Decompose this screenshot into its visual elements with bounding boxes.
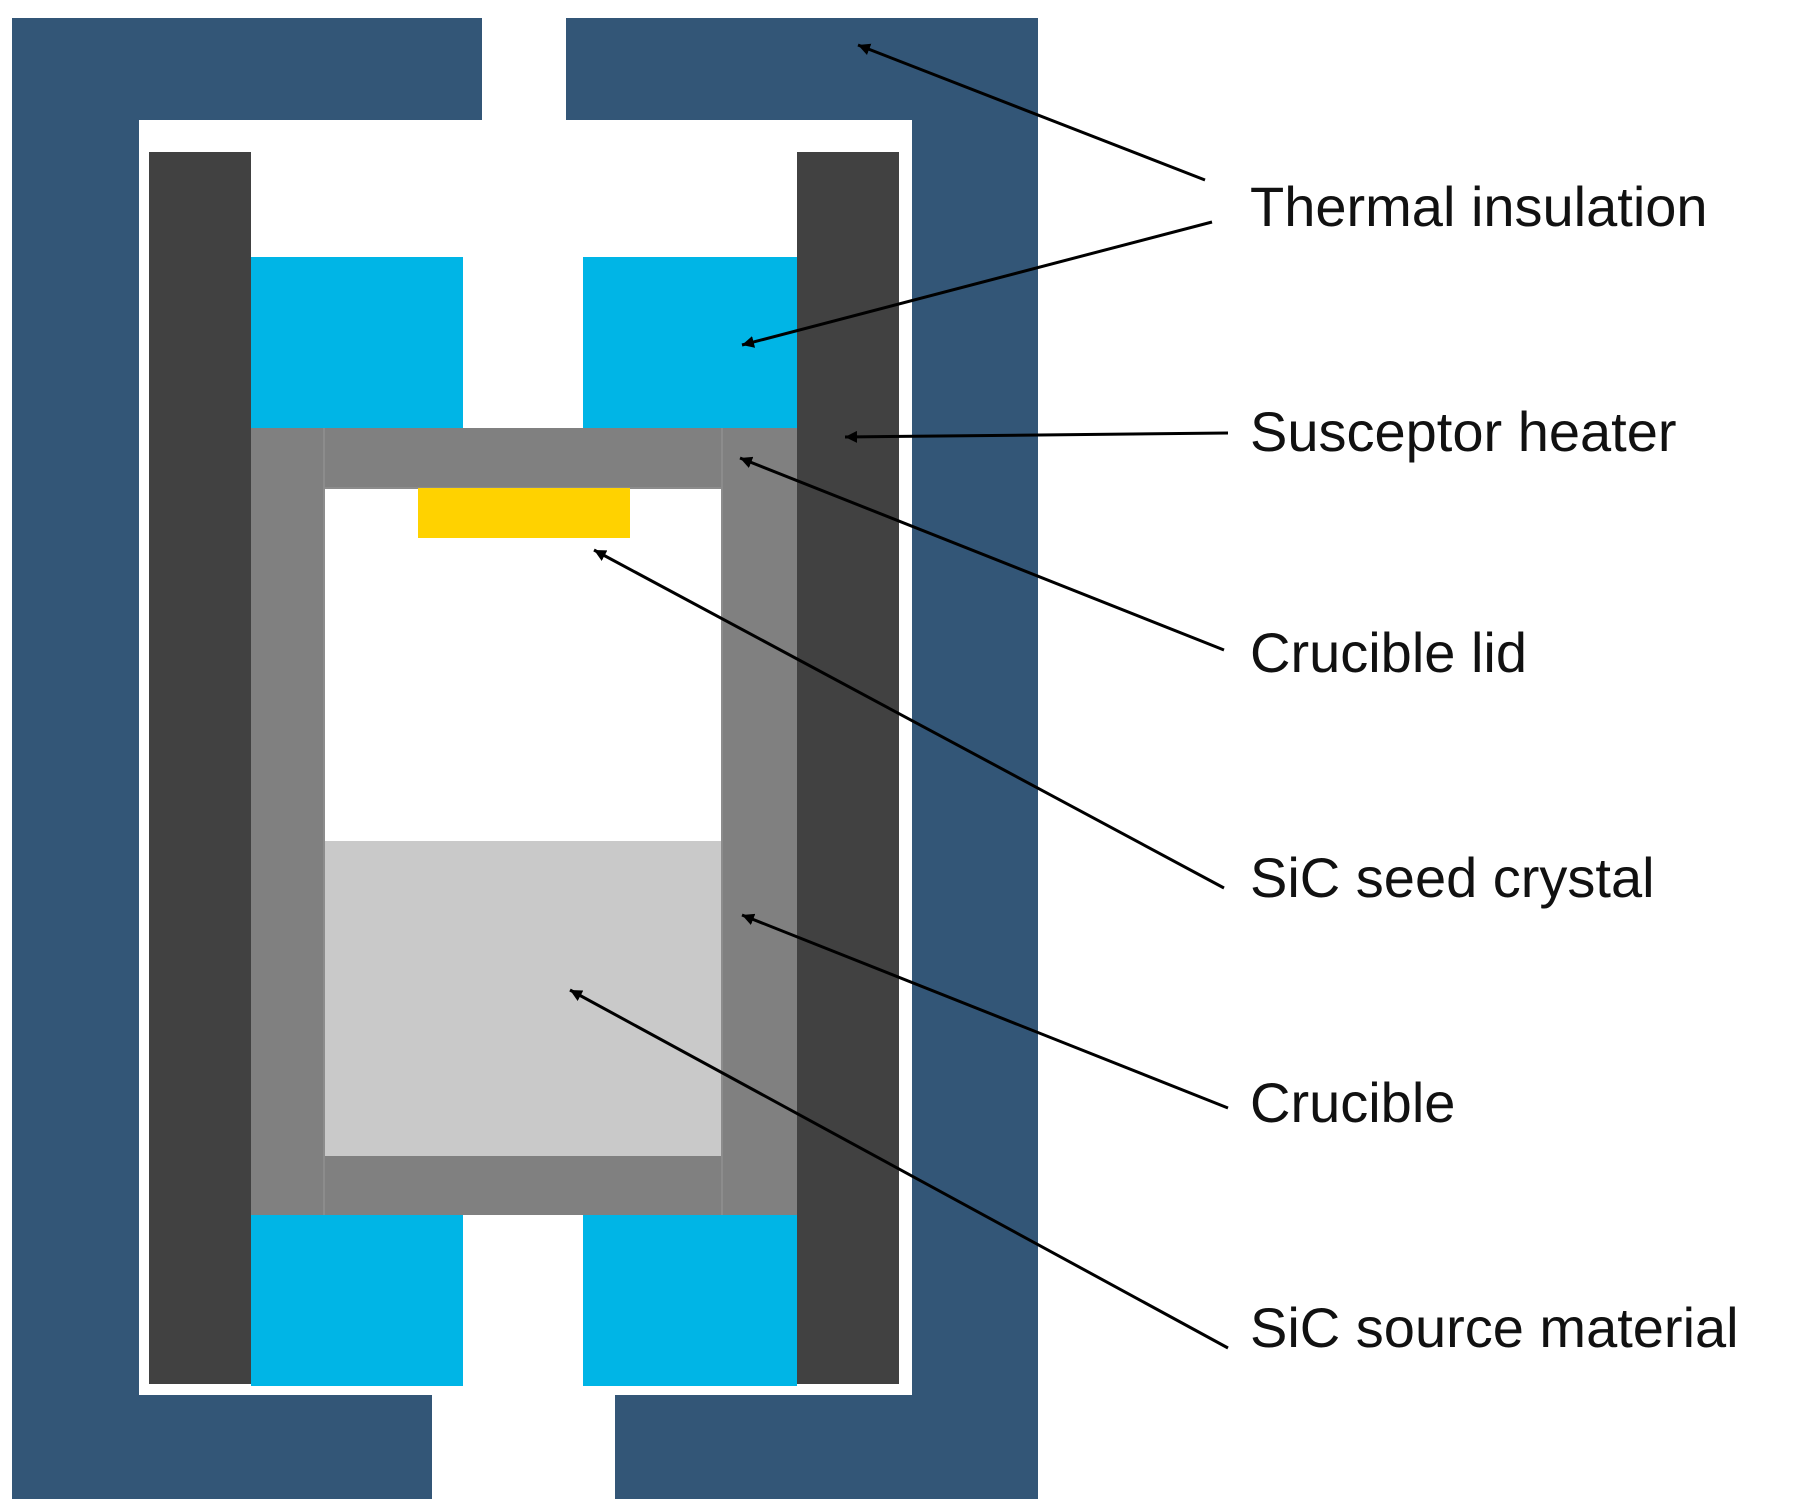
label-crucible-lid: Crucible lid [1250, 621, 1527, 684]
leader-thermal-insulation-inner [741, 220, 1213, 348]
leader-thermal-insulation-outer [857, 43, 1206, 182]
label-susceptor-heater: Susceptor heater [1250, 400, 1676, 463]
outer-insulation-right-wall [912, 18, 1038, 1499]
leader-crucible-lid [739, 456, 1225, 652]
susceptor-heater [149, 152, 899, 1384]
outer-insulation-top-left [139, 18, 482, 120]
outer-thermal-insulation [12, 18, 1038, 1499]
label-thermal-insulation: Thermal insulation [1250, 175, 1708, 238]
leader-source-material [569, 988, 1229, 1350]
outer-insulation-left-wall [12, 18, 139, 1499]
susceptor-heater-left [149, 152, 251, 1384]
sic-seed-crystal [418, 488, 630, 538]
labels: Thermal insulation Susceptor heater Cruc… [1250, 175, 1739, 1359]
outer-insulation-bottom-left [139, 1395, 432, 1499]
leader-lines [569, 43, 1229, 1350]
outer-insulation-top-right [566, 18, 912, 120]
label-sic-seed-crystal: SiC seed crystal [1250, 846, 1655, 909]
inner-insulation-bottom-left [251, 1215, 463, 1386]
inner-insulation-top-left [251, 257, 463, 428]
inner-insulation-top-right [583, 257, 797, 428]
sic-source-material [324, 841, 722, 1156]
inner-insulation-bottom-right [583, 1215, 797, 1386]
leader-susceptor-heater [844, 430, 1229, 443]
leader-crucible [741, 913, 1229, 1110]
leader-seed-crystal [593, 548, 1225, 890]
susceptor-heater-right [797, 152, 899, 1384]
label-crucible: Crucible [1250, 1071, 1455, 1134]
label-sic-source-material: SiC source material [1250, 1296, 1739, 1359]
outer-insulation-bottom-right [615, 1395, 912, 1499]
inner-thermal-insulation [251, 257, 797, 1386]
crucible [251, 428, 797, 1215]
